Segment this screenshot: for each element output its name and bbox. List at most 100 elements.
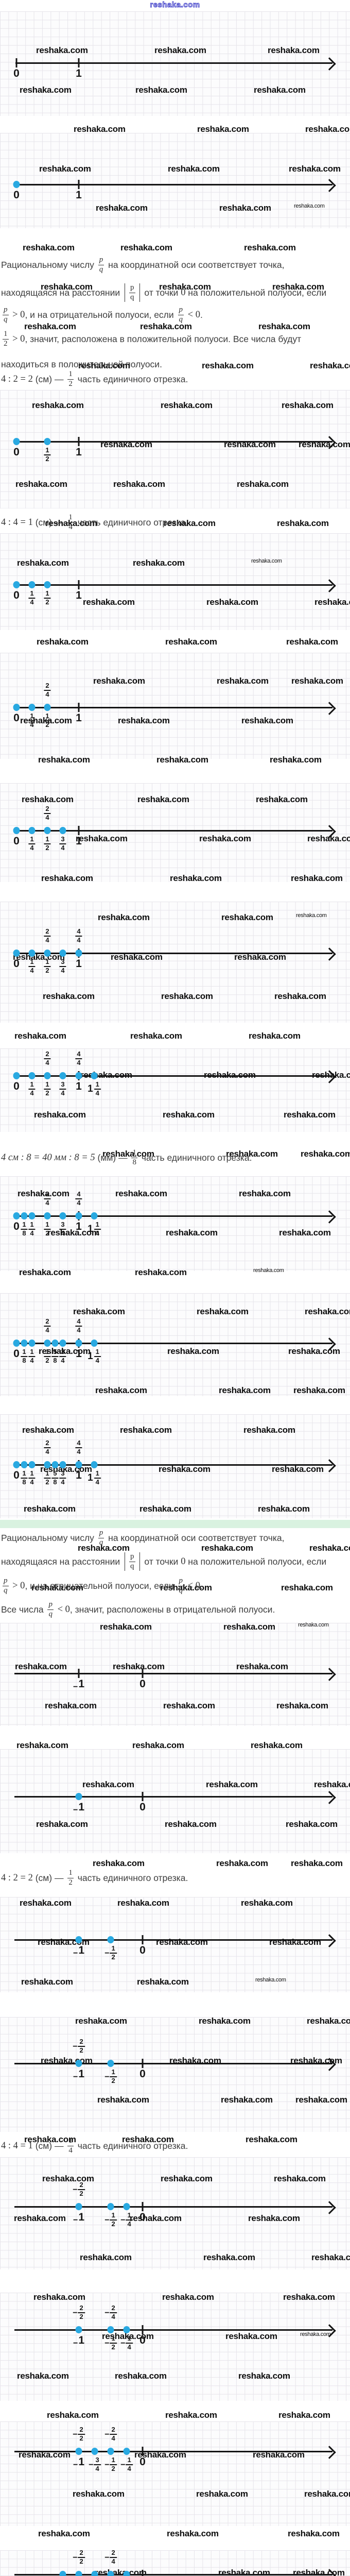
watermark-text: reshaka.com	[168, 163, 220, 174]
tick-mark	[142, 1792, 144, 1801]
watermark-text: reshaka.com	[170, 873, 222, 883]
watermark-text: reshaka.com	[159, 282, 211, 292]
point-label: 1	[76, 712, 82, 724]
point-dot	[59, 1461, 66, 1468]
point-dot	[44, 438, 51, 445]
axis-line	[15, 829, 332, 832]
watermark-text: reshaka.com	[74, 124, 126, 134]
point-dot	[28, 1072, 36, 1079]
watermark-text: reshaka.com	[295, 2095, 347, 2105]
text-run: часть единичного отрезка.	[75, 517, 188, 528]
point-label: 0	[139, 2334, 146, 2346]
watermark-text: reshaka.com	[221, 912, 273, 922]
point-dot	[28, 1340, 36, 1347]
watermark-text: reshaka.com	[161, 400, 213, 410]
watermark-text: reshaka.com	[82, 1780, 134, 1789]
watermark-text: reshaka.com	[243, 1425, 295, 1435]
point-dot	[21, 1212, 28, 1219]
math-expression: 4 см : 8 = 40 мм : 8 = 5	[1, 1152, 95, 1163]
axis-line	[14, 2062, 332, 2064]
point-dot	[75, 1212, 82, 1219]
grid-paper-panel	[0, 2293, 350, 2401]
tick-mark	[78, 1669, 80, 1678]
watermark-text: reshaka.com	[133, 557, 185, 568]
watermark-text: reshaka.com	[163, 1109, 215, 1120]
watermark-text: reshaka.com	[274, 991, 326, 1001]
tick-mark	[78, 180, 80, 189]
point-dot	[13, 1212, 20, 1219]
watermark-text: reshaka.com	[274, 2174, 326, 2183]
tick-mark	[142, 2202, 144, 2211]
point-dot	[123, 2326, 130, 2333]
axis-line	[14, 2573, 332, 2575]
point-dot	[44, 1461, 51, 1468]
watermark-text: reshaka.com	[39, 1346, 91, 1356]
watermark-text: reshaka.com	[102, 1149, 154, 1159]
math-expression: > 0	[10, 309, 25, 320]
watermark-text: reshaka.com	[197, 1307, 249, 1316]
axis-line	[14, 2450, 332, 2452]
point-label: 1	[76, 1221, 82, 1232]
watermark-text: reshaka.com	[305, 124, 350, 134]
point-dot	[44, 704, 51, 711]
text-run: (см) —	[32, 374, 66, 384]
watermark-text: reshaka.com	[47, 2410, 99, 2420]
point-dot	[13, 181, 20, 188]
axis-line	[15, 584, 332, 586]
watermark-text: reshaka.com	[24, 2134, 76, 2144]
grid-paper-panel	[0, 2157, 350, 2269]
watermark-text: reshaka.com	[286, 636, 338, 647]
watermark-text: reshaka.com	[140, 321, 192, 331]
point-dot	[107, 2571, 114, 2576]
watermark-text: reshaka.com	[251, 557, 282, 564]
point-label: −1	[73, 1678, 85, 1691]
text-run: (см) —	[32, 2140, 66, 2151]
watermark-text: reshaka.com	[160, 1582, 212, 1592]
grid-paper-panel	[0, 1749, 350, 1853]
tick-mark	[15, 58, 18, 67]
watermark-text: reshaka.com	[314, 597, 350, 607]
watermark-text: reshaka.com	[132, 1740, 184, 1750]
watermark-text: reshaka.com	[286, 1819, 338, 1829]
point-label: 1	[76, 835, 82, 847]
watermark-text: reshaka.com	[102, 2331, 154, 2341]
text-run: находящаяся на расстоянии	[1, 1556, 123, 1567]
watermark-text: reshaka.com	[203, 2252, 255, 2262]
watermark-text: reshaka.com	[162, 2292, 214, 2302]
watermark-text: reshaka.com	[161, 2174, 213, 2183]
watermark-text: reshaka.com	[21, 1976, 73, 1987]
axis-line	[14, 1795, 332, 1798]
watermark-text: reshaka.com	[80, 2252, 132, 2262]
watermark-text: reshaka.com	[221, 2095, 273, 2105]
watermark-text: reshaka.com	[307, 834, 350, 843]
watermark-text: reshaka.com	[33, 2292, 85, 2302]
point-dot	[44, 827, 51, 834]
watermark-text: reshaka.com	[219, 1385, 271, 1395]
point-dot	[51, 1340, 59, 1347]
text-run: часть единичного отрезка.	[138, 1152, 252, 1163]
watermark-text: reshaka.com	[225, 2331, 277, 2341]
site-logo[interactable]: reshaka.com	[150, 1, 200, 10]
grid-paper-panel	[0, 902, 350, 1023]
